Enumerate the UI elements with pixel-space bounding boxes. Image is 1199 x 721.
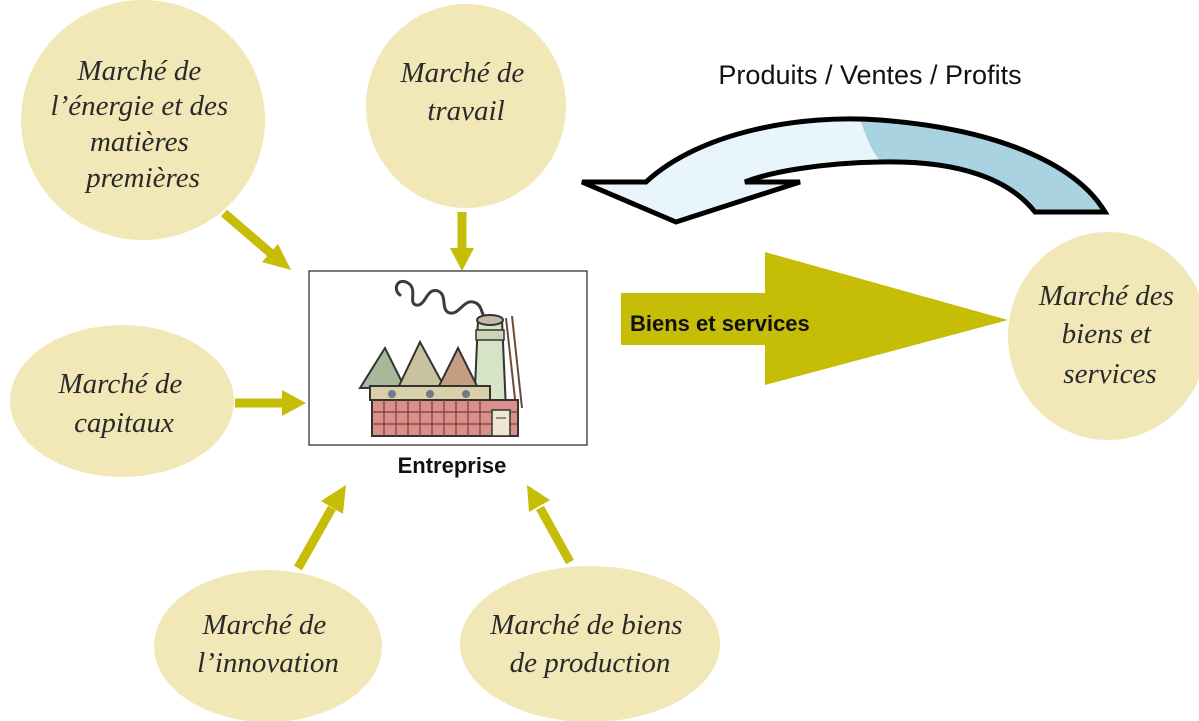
input-arrow-energie (221, 209, 291, 270)
market-travail-line-2: travail (427, 95, 504, 127)
input-arrow-capitaux (235, 390, 306, 416)
goods-flow-label: Biens et services (630, 311, 810, 336)
market-energie: Marché de l’énergie et des matières prem… (21, 0, 265, 240)
return-flow-label: Produits / Ventes / Profits (718, 60, 1021, 90)
goods-flow-arrow: Biens et services (621, 252, 1008, 385)
market-biens-circle (1008, 232, 1199, 440)
input-arrow-production (527, 485, 574, 565)
enterprise: Entreprise (308, 270, 588, 478)
market-innovation-label: Marché de l’innovation (197, 609, 339, 679)
market-travail-line-1: Marché de (400, 57, 525, 89)
market-capitaux-circle (10, 325, 234, 477)
market-production-line-2: de production (510, 647, 671, 679)
market-innovation: Marché de l’innovation (154, 570, 382, 721)
input-arrow-innovation (294, 485, 346, 571)
market-biens-line-3: services (1063, 358, 1156, 390)
market-capitaux: Marché de capitaux (10, 325, 234, 477)
market-production-label: Marché de biens de production (489, 609, 689, 679)
market-biens-line-1: Marché des (1038, 280, 1174, 312)
market-production-circle (460, 566, 720, 721)
market-innovation-line-1: Marché de (202, 609, 327, 641)
market-energie-circle (21, 0, 265, 240)
market-energie-label: Marché de l’énergie et des matières prem… (51, 55, 236, 194)
market-production: Marché de biens de production (460, 566, 720, 721)
market-travail: Marché de travail (366, 4, 566, 208)
return-flow-arrow: Produits / Ventes / Profits (581, 60, 1110, 225)
market-energie-line-4: premières (84, 162, 200, 194)
market-travail-label: Marché de travail (400, 57, 532, 127)
market-biens: Marché des biens et services (1008, 232, 1199, 440)
market-innovation-circle (154, 570, 382, 721)
market-travail-circle (366, 4, 566, 208)
factory-icon (358, 280, 523, 437)
input-arrow-travail (450, 212, 474, 271)
market-energie-line-3: matières (90, 126, 189, 158)
market-biens-label: Marché des biens et services (1038, 280, 1181, 390)
market-capitaux-line-1: Marché de (58, 368, 183, 400)
market-capitaux-line-2: capitaux (74, 407, 174, 439)
market-energie-line-1: Marché de (77, 55, 202, 87)
enterprise-label: Entreprise (398, 453, 507, 478)
market-innovation-line-2: l’innovation (197, 647, 339, 679)
market-capitaux-label: Marché de capitaux (58, 368, 190, 439)
market-biens-line-2: biens et (1062, 318, 1152, 350)
market-production-line-1: Marché de biens (489, 609, 682, 641)
market-energie-line-2: l’énergie et des (51, 90, 229, 122)
